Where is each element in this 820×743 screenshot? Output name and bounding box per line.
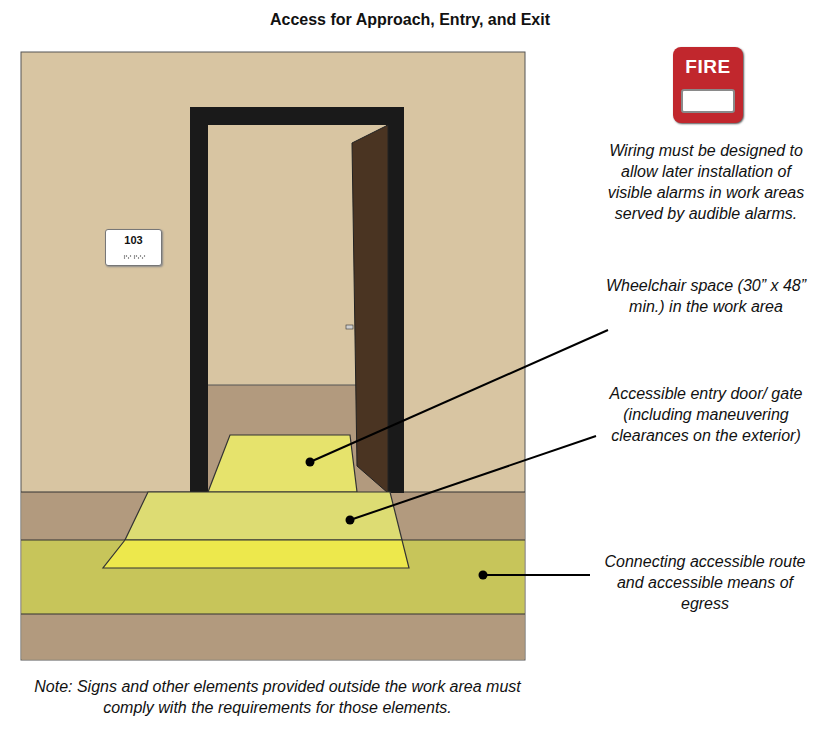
leader-line: [350, 436, 596, 520]
node-text: FIRE: [673, 47, 743, 78]
pull-bar: [682, 90, 734, 112]
node-text: 103: [106, 230, 161, 246]
diagram-title: Access for Approach, Entry, and Exit: [0, 11, 820, 29]
floor-edge: [21, 613, 525, 614]
braille-dot: [140, 255, 141, 256]
braille-dot: [128, 257, 129, 258]
leader-dot: [306, 458, 315, 467]
callout-text: Connecting accessible route and accessib…: [594, 551, 816, 614]
braille-dot: [124, 255, 125, 256]
braille-dot: [124, 257, 125, 258]
braille-dot: [134, 255, 135, 256]
accessible-route: [22, 540, 525, 614]
door-leaf: [352, 125, 388, 493]
braille-dot: [130, 255, 131, 256]
fire-alarm: FIRE: [673, 47, 743, 123]
braille-dot: [126, 255, 127, 256]
floor-band: [22, 614, 525, 660]
leader-line: [483, 574, 590, 576]
room-sign: 103: [105, 229, 162, 266]
callout-text: Wiring must be designed to allow later i…: [598, 140, 814, 224]
leader-dot: [346, 516, 355, 525]
wall: [21, 52, 525, 660]
wheelchair-space: [208, 435, 357, 492]
door-handle: [346, 325, 353, 329]
callout-text: Accessible entry door/ gate (including m…: [598, 383, 814, 446]
floor-band: [22, 492, 525, 540]
leader-line: [310, 330, 608, 462]
braille-dot: [134, 257, 135, 258]
braille-dot: [144, 255, 145, 256]
note-text: Note: Signs and other elements provided …: [25, 676, 530, 718]
braille-dot: [136, 255, 137, 256]
maneuvering-clearance: [103, 540, 409, 568]
callout-text: Wheelchair space (30” x 48” min.) in the…: [598, 275, 814, 317]
leader-dot: [479, 571, 488, 580]
braille-dot: [142, 257, 143, 258]
braille-dot: [138, 257, 139, 258]
